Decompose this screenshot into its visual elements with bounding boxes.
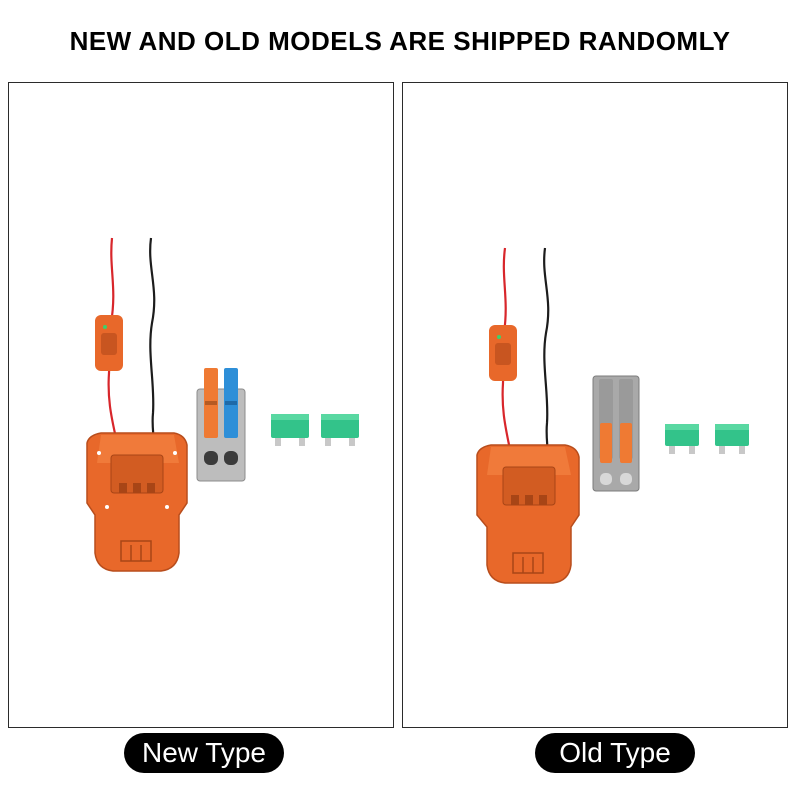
mini-fuse bbox=[321, 414, 359, 446]
lever-connector-new bbox=[196, 368, 246, 482]
inline-switch bbox=[489, 325, 517, 381]
new-type-label: New Type bbox=[124, 733, 284, 773]
old-type-product-illustration bbox=[476, 247, 749, 584]
mini-fuse bbox=[271, 414, 309, 446]
new-type-panel bbox=[8, 82, 394, 728]
battery-adapter bbox=[86, 432, 188, 572]
black-wire bbox=[149, 237, 156, 456]
headline: NEW AND OLD MODELS ARE SHIPPED RANDOMLY bbox=[69, 26, 731, 56]
battery-adapter bbox=[476, 444, 580, 584]
inline-switch bbox=[95, 315, 123, 371]
mini-fuse bbox=[715, 424, 749, 454]
mini-fuse bbox=[665, 424, 699, 454]
new-type-product-illustration bbox=[86, 237, 359, 572]
lever-connector-old bbox=[592, 375, 640, 492]
old-type-panel bbox=[402, 82, 788, 728]
black-wire bbox=[543, 247, 550, 468]
old-type-label: Old Type bbox=[535, 733, 695, 773]
